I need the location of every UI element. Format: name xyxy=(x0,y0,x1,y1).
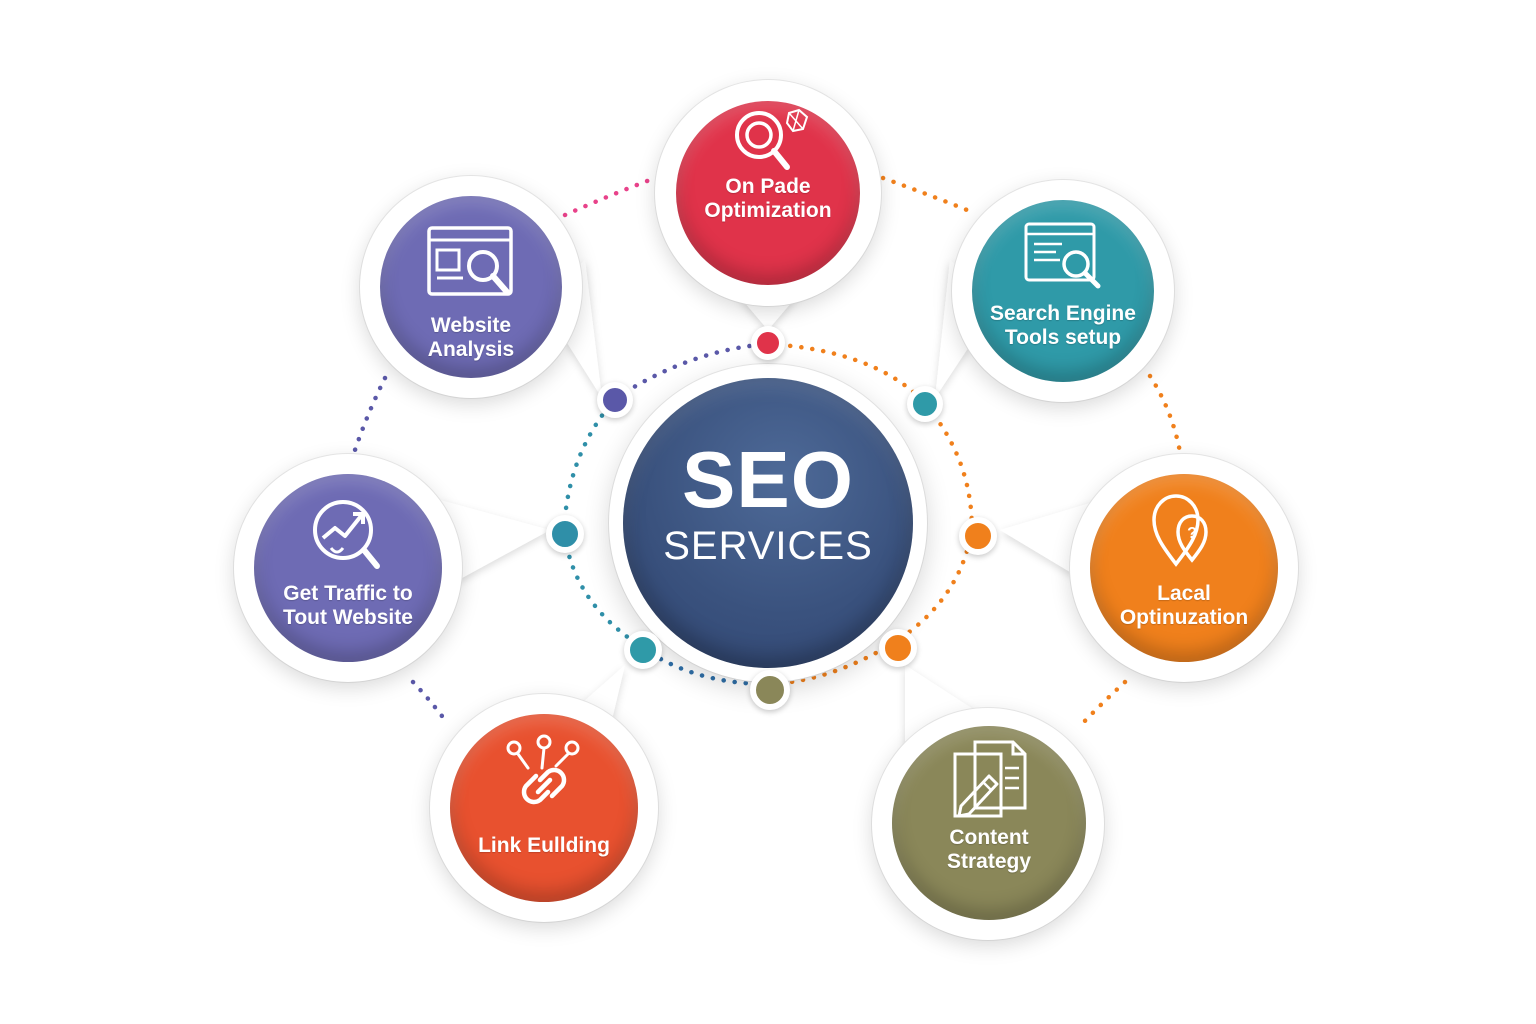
connector-dot-orange-lower xyxy=(879,629,917,667)
node-label-search-tools: Search Engine Tools setup xyxy=(978,302,1148,350)
magnifier-icon xyxy=(735,108,809,170)
browser-search-icon xyxy=(1024,222,1101,289)
label-line: Get Traffic to xyxy=(283,582,413,605)
label-line: Website xyxy=(430,314,512,337)
seo-services-hub: SEO SERVICES xyxy=(623,378,913,668)
ring-arc-purple xyxy=(613,341,771,401)
node-content-strategy: Content Strategy xyxy=(892,726,1086,920)
outer-link-orange-top xyxy=(880,175,975,215)
outer-link-pink xyxy=(562,175,658,218)
location-pin-icon: ? xyxy=(1152,494,1208,567)
connector-dot-red xyxy=(751,326,785,360)
connector-dot-teal-lower xyxy=(624,631,662,669)
node-link-building: Link Eullding xyxy=(450,714,638,902)
connector-dot-purple xyxy=(597,382,633,418)
connector-dot-olive xyxy=(750,670,790,710)
outer-link-purple-lower xyxy=(410,679,448,723)
node-search-engine-tools-setup: Search Engine Tools setup xyxy=(972,200,1154,382)
label-line: Tout Website xyxy=(283,606,413,629)
label-line: Search Engine xyxy=(990,302,1136,325)
label-line: Link Eullding xyxy=(478,834,610,857)
label-line: Analysis xyxy=(427,338,515,361)
label-line: Optinuzation xyxy=(1119,606,1249,629)
node-label-content-strategy: Content Strategy xyxy=(898,826,1080,874)
label-line: Lacal xyxy=(1157,582,1211,605)
connector-dot-teal xyxy=(907,386,943,422)
label-line: Strategy xyxy=(946,850,1032,873)
label-line: Content xyxy=(949,826,1029,849)
node-label-get-traffic: Get Traffic to Tout Website xyxy=(260,582,436,630)
node-label-link-building: Link Eullding xyxy=(456,834,632,858)
documents-pen-icon xyxy=(953,740,1027,818)
outer-link-orange-lower xyxy=(1077,679,1128,729)
label-line: Optimization xyxy=(704,199,832,222)
node-website-analysis: Website Analysis xyxy=(380,196,562,378)
node-label-on-page: On Pade Optimization xyxy=(682,175,854,223)
pointer-get-traffic xyxy=(440,500,550,590)
label-line: Tools setup xyxy=(1004,326,1122,349)
node-local-optimization: ? Lacal Optinuzation xyxy=(1090,474,1278,662)
hub-title: SEO xyxy=(682,435,854,524)
node-label-local: Lacal Optinuzation xyxy=(1096,582,1272,630)
node-label-website-analysis: Website Analysis xyxy=(386,314,556,362)
traffic-chart-icon xyxy=(313,500,380,569)
connector-dot-orange-right xyxy=(959,517,997,555)
connector-dot-teal-left xyxy=(546,515,584,553)
link-chain-icon xyxy=(506,734,580,805)
node-get-traffic: Get Traffic to Tout Website xyxy=(254,474,442,662)
hub-subtitle: SERVICES xyxy=(663,524,873,568)
ring-arc-orange-top xyxy=(765,341,923,401)
label-line: On Pade xyxy=(725,175,811,198)
svg-text:?: ? xyxy=(1187,525,1197,542)
node-on-page-optimization: On Pade Optimization xyxy=(676,101,860,285)
browser-search-icon xyxy=(427,226,513,296)
